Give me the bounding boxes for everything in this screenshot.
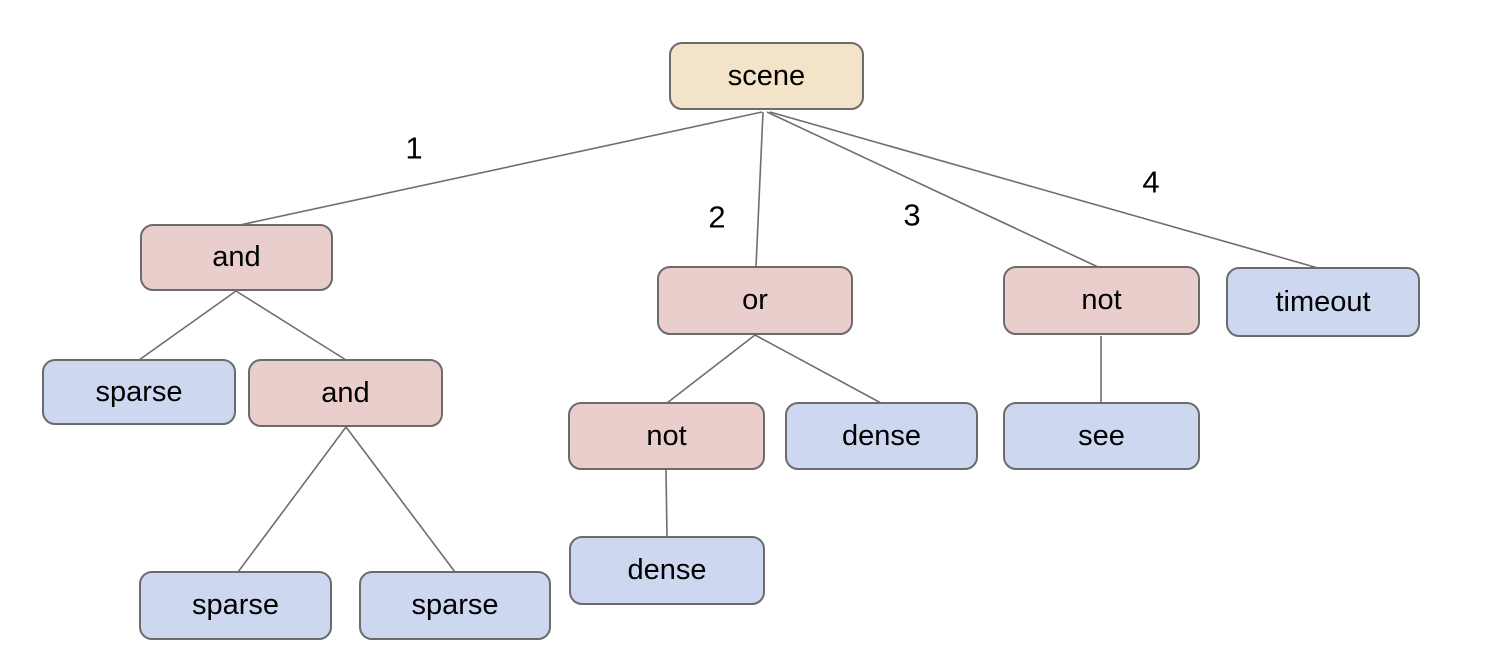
node-timeout: timeout xyxy=(1226,267,1420,337)
edge-not2-dense2 xyxy=(665,469,668,538)
node-or: or xyxy=(657,266,853,335)
node-sparse-1: sparse xyxy=(42,359,236,425)
node-and-2: and xyxy=(248,359,443,427)
node-and-1: and xyxy=(140,224,333,291)
edge-scene-timeout xyxy=(769,111,1319,269)
node-scene-label: scene xyxy=(727,59,806,92)
node-not-2-label: not xyxy=(646,419,687,452)
node-dense-2-label: dense xyxy=(627,554,707,586)
node-sparse-1-label: sparse xyxy=(95,375,183,408)
node-not-1: not xyxy=(1003,266,1200,335)
edge-label-3: 3 xyxy=(903,197,921,233)
edge-and2-sparse3 xyxy=(345,426,456,573)
node-see: see xyxy=(1003,402,1200,470)
node-dense-1-label: dense xyxy=(841,419,921,452)
edge-scene-and xyxy=(239,111,763,226)
node-not-2: not xyxy=(568,402,765,470)
edge-and-sparse xyxy=(138,290,237,361)
edge-scene-or xyxy=(755,111,764,268)
node-dense-2: dense xyxy=(569,536,765,605)
node-or-label: or xyxy=(742,284,768,316)
node-dense-1: dense xyxy=(785,402,978,470)
edge-or-dense xyxy=(754,334,882,404)
edge-scene-not xyxy=(766,111,1099,268)
edge-or-not xyxy=(666,334,756,404)
node-scene: scene xyxy=(669,42,864,110)
node-sparse-3: sparse xyxy=(359,571,551,640)
node-and-1-label: and xyxy=(212,241,261,273)
edge-label-1: 1 xyxy=(405,130,423,166)
node-not-1-label: not xyxy=(1081,284,1122,316)
node-see-label: see xyxy=(1078,419,1125,452)
node-sparse-2: sparse xyxy=(139,571,332,640)
node-sparse-2-label: sparse xyxy=(191,589,280,621)
edge-and2-sparse2 xyxy=(237,426,347,573)
node-timeout-label: timeout xyxy=(1275,285,1371,318)
node-sparse-3-label: sparse xyxy=(411,589,499,621)
node-and-2-label: and xyxy=(321,376,370,409)
edge-and-and xyxy=(235,290,347,361)
edge-label-4: 4 xyxy=(1142,164,1160,200)
edge-label-2: 2 xyxy=(708,199,726,235)
